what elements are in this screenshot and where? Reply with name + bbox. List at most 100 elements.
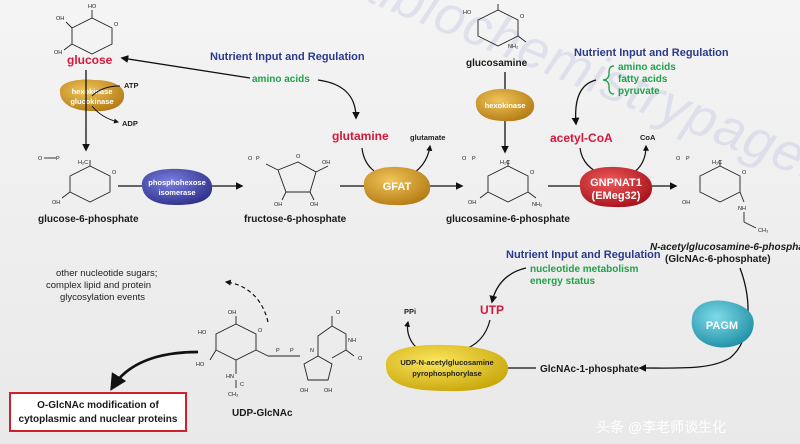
udp-ribose-oh-2: OH [324, 388, 332, 394]
adp-label: ADP [122, 119, 138, 128]
glucose-structure [63, 10, 113, 55]
hexokinase-2-label: hexokinase [485, 101, 526, 110]
f6p-structure [265, 161, 329, 201]
glucosamine-ho: HO [463, 10, 472, 16]
udp-pyrophosphorylase-enzyme [385, 344, 509, 392]
ppi-label: PPi [404, 307, 416, 316]
pyrophosphorylase-label-2: pyrophosphorylase [412, 369, 482, 378]
middle-inputs-to-utp-arrow [489, 267, 527, 304]
right-input-fatty-acids: fatty acids [618, 74, 668, 85]
atp-curve [91, 85, 121, 97]
gnpnat1-enzyme [579, 166, 653, 208]
f6p-oh-3: OH [310, 202, 318, 208]
glucose-ho: HO [88, 4, 97, 10]
g6p-o-ring: O [112, 170, 117, 176]
glcnac6p-oh: OH [682, 200, 690, 206]
o-glcnac-line-1: O-GlcNAc modification of [37, 400, 159, 411]
udp-glcnac-hn: HN [226, 374, 234, 380]
adp-curve [91, 105, 119, 124]
phosphohexose-isomerase-enzyme [141, 168, 213, 205]
glcnac6p-to-glcnac1p-arrow [638, 267, 749, 372]
udp-glcnac-ch3: CH₃ [228, 392, 238, 398]
right-input-pyruvate: pyruvate [618, 86, 660, 97]
regulation-top-left: Nutrient Input and Regulation [210, 51, 365, 63]
f6p-o-ring: O [296, 154, 301, 160]
f6p-label: fructose-6-phosphate [244, 214, 347, 225]
udp-glcnac-p-1: P [276, 348, 280, 354]
glcn6p-label: glucosamine-6-phosphate [446, 214, 570, 225]
glcn6p-nh2: NH₂ [532, 202, 542, 208]
glcn6p-p: P [472, 156, 476, 162]
glcn6p-structure [479, 160, 537, 203]
other-uses-dashed-arrow [224, 279, 269, 323]
glucose-oh-1: OH [56, 16, 64, 22]
glcn6p-o-ring: O [530, 170, 535, 176]
udp-glcnac-p-2: P [290, 348, 294, 354]
glucosamine-nh2: NH₂ [508, 44, 518, 50]
regulation-top-right: Nutrient Input and Regulation [574, 47, 729, 59]
coa-label: CoA [640, 133, 656, 142]
inputs-brace [602, 65, 615, 95]
glucosamine-label: glucosamine [466, 58, 528, 69]
right-input-amino-acids: amino acids [618, 62, 676, 73]
o-glcnac-box [9, 392, 187, 432]
udp-glcnac-ho-1: HO [198, 330, 207, 336]
glcnac6p-nh: NH [738, 206, 746, 212]
f6p-o-1: O [248, 156, 253, 162]
g6p-p: P [56, 156, 60, 162]
glcnac6p-h2c: H₂C [712, 160, 722, 166]
glucosamine-structure [477, 4, 527, 47]
glucosamine-o: O [520, 14, 525, 20]
g6p-oh: OH [52, 200, 60, 206]
udp-uracil-o-2: O [358, 356, 363, 362]
pyrophosphorylase-label-1: UDP-N-acetylglucosamine [400, 358, 493, 367]
pagm-enzyme [691, 300, 754, 348]
g6p-structure [44, 157, 111, 203]
glcnac6p-structure [699, 160, 757, 229]
amino-acids-to-glucose-arrow [120, 55, 251, 79]
f6p-oh-2: OH [274, 202, 282, 208]
udp-glcnac-c: C [240, 382, 244, 388]
f6p-p: P [256, 156, 260, 162]
inputs-to-acetylcoa-arrow [571, 79, 597, 126]
utp-label: UTP [480, 303, 504, 317]
gfat-label: GFAT [383, 181, 412, 193]
udp-glcnac-structure [209, 316, 355, 388]
other-uses-line-3: glycosylation events [60, 292, 145, 303]
ppi-curve [404, 320, 421, 351]
glcn6p-o: O [462, 156, 467, 162]
glutamate-label: glutamate [410, 133, 445, 142]
phosphohexose-label: phosphohexose [148, 178, 206, 187]
gfat-enzyme [363, 166, 431, 206]
glucokinase-label: glucokinase [70, 97, 113, 106]
other-uses-line-2: complex lipid and protein [46, 280, 151, 291]
udp-glcnac-o-ring: O [258, 328, 263, 334]
acetyl-coa-label: acetyl-CoA [550, 131, 613, 145]
g6p-o: O [38, 156, 43, 162]
udp-glcnac-label: UDP-GlcNAc [232, 408, 293, 419]
middle-input-energy: energy status [530, 276, 595, 287]
udp-glcnac-oh-1: OH [228, 310, 236, 316]
glcnac6p-abbr-label: (GlcNAc-6-phosphate) [665, 254, 771, 265]
o-glcnac-line-2: cytoplasmic and nuclear proteins [19, 414, 178, 425]
emeg32-label: (EMeg32) [592, 190, 641, 202]
gnpnat1-label: GNPNAT1 [590, 177, 642, 189]
o-glcnac-arrow [110, 350, 199, 391]
corner-watermark: 头条 @李老师谈生化 [596, 419, 726, 435]
hexokinase-label: hexokinase [72, 87, 113, 96]
other-uses-line-1: other nucleotide sugars; [56, 268, 157, 279]
glcnac6p-ch3: CH₃ [758, 228, 768, 234]
glucose-label: glucose [67, 53, 113, 67]
glcnac6p-label: N-acetylglucosamine-6-phosphate [650, 242, 800, 253]
regulation-middle: Nutrient Input and Regulation [506, 249, 661, 261]
udp-glcnac-ho-2: HO [196, 362, 205, 368]
udp-uracil-n: N [310, 348, 314, 354]
atp-label: ATP [124, 81, 138, 90]
g6p-label: glucose-6-phosphate [38, 214, 139, 225]
udp-ribose-oh-1: OH [300, 388, 308, 394]
glcnac6p-o-ring: O [742, 170, 747, 176]
f6p-oh-1: OH [322, 160, 330, 166]
udp-uracil-nh: NH [348, 338, 356, 344]
g6p-h2c: H₂C [78, 160, 88, 166]
